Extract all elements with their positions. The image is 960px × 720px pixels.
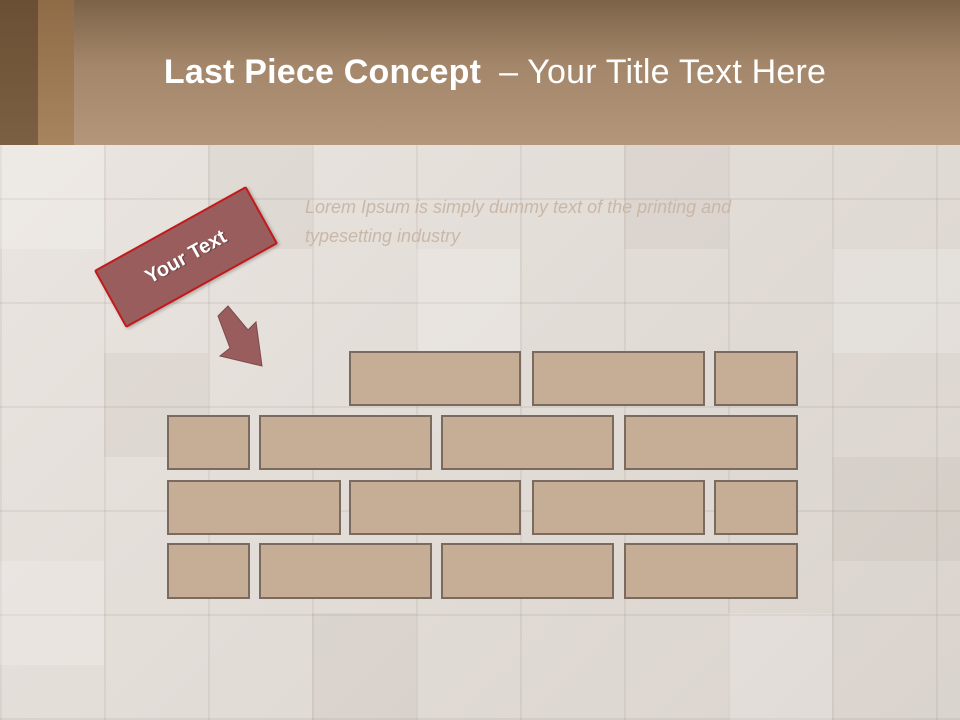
wood-block: [0, 561, 104, 665]
brick: [532, 480, 705, 535]
brick: [441, 543, 614, 599]
brick: [532, 351, 705, 406]
brick: [167, 415, 250, 470]
slide-title-bold: Last Piece Concept: [163, 53, 482, 91]
header-accent-stripe-dark: [0, 0, 38, 145]
wood-block: [312, 613, 416, 720]
brick: [259, 415, 432, 470]
header-accent-stripe-light: [38, 0, 74, 145]
header-band: Last Piece Concept – Your Title Text Her…: [0, 0, 960, 145]
wood-block: [624, 145, 728, 249]
brick: [624, 543, 798, 599]
brick: [714, 480, 798, 535]
slide-title-subtitle: – Your Title Text Here: [499, 53, 827, 91]
slide-title: Last Piece Concept – Your Title Text Her…: [0, 0, 960, 145]
brick: [259, 543, 432, 599]
wood-block: [832, 249, 960, 353]
wood-block: [0, 145, 104, 249]
brick: [624, 415, 798, 470]
brick: [714, 351, 798, 406]
wood-block: [832, 457, 960, 561]
brick: [167, 480, 341, 535]
wood-block: [728, 613, 832, 720]
brick: [167, 543, 250, 599]
wood-block: [416, 249, 520, 353]
brick: [349, 351, 521, 406]
brick: [349, 480, 521, 535]
arrow-down-right-icon: [217, 305, 263, 367]
body-text: Lorem Ipsum is simply dummy text of the …: [305, 197, 732, 246]
brick: [441, 415, 614, 470]
